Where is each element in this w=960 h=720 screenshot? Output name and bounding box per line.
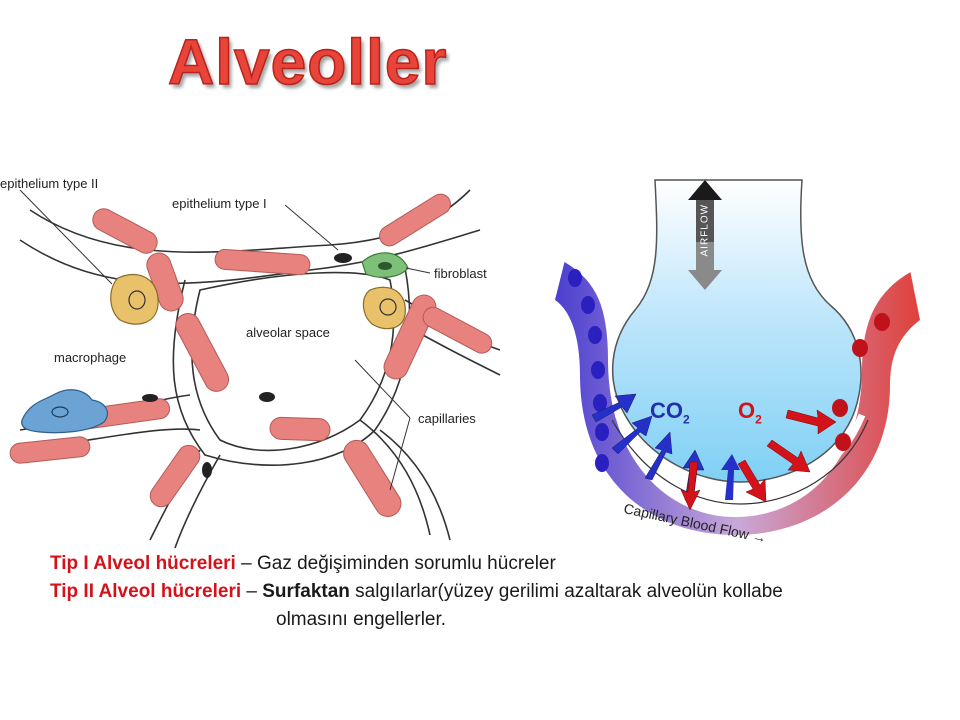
type-ii-description: salgılarlar(yüzey gerilimi azaltarak alv… (349, 581, 783, 602)
caption-line-2: Tip II Alveol hücreleri – Surfaktan salg… (50, 578, 930, 606)
co2-label: CO2 (650, 398, 690, 426)
label-alveolar-space: alveolar space (246, 325, 330, 340)
type-ii-cell-left (110, 273, 159, 325)
gas-exchange-diagram: AIRFLOW CO2 O2 Capillary Blood Flow → (540, 170, 930, 546)
o2-text: O (738, 398, 756, 423)
caption-line-3: olmasını engellerler. (276, 609, 447, 630)
label-fibroblast: fibroblast (434, 266, 487, 281)
type-ii-separator: – (241, 581, 263, 602)
caption-text: Tip I Alveol hücreleri – Gaz değişiminde… (50, 550, 930, 634)
airflow-label: AIRFLOW (699, 203, 711, 257)
type-ii-term: Tip II Alveol hücreleri (50, 581, 242, 602)
surfactant-term: Surfaktan (262, 581, 350, 602)
label-macrophage: macrophage (54, 350, 127, 365)
label-epithelium-type-i: epithelium type I (172, 196, 267, 211)
label-epithelium-type-ii: epithelium type II (0, 176, 99, 191)
macrophage-cell (21, 389, 108, 434)
co2-text: CO (650, 398, 683, 423)
type-ii-cell-right (362, 286, 406, 330)
gas-exchange-illustration (555, 179, 920, 535)
alveolar-histology-diagram: .cap { fill:#e8827e; stroke:#b45a56; str… (0, 150, 520, 550)
label-capillaries: capillaries (418, 411, 476, 426)
o2-label: O2 (738, 398, 762, 426)
caption-line-1: Tip I Alveol hücreleri – Gaz değişiminde… (50, 550, 930, 578)
histology-illustration: .cap { fill:#e8827e; stroke:#b45a56; str… (9, 189, 501, 549)
o2-subscript: 2 (755, 412, 762, 427)
type-i-description: – Gaz değişiminden sorumlu hücreler (235, 553, 556, 574)
co2-subscript: 2 (683, 412, 690, 427)
page-title: Alveoller (167, 26, 448, 98)
type-i-term: Tip I Alveol hücreleri (50, 553, 236, 574)
